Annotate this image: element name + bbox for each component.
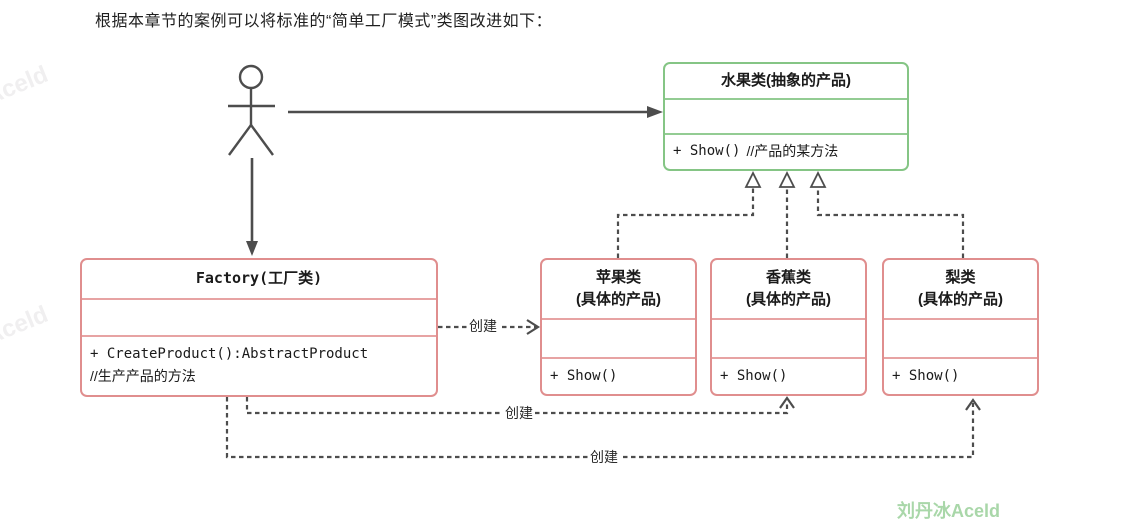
class-methods-fruit: + Show() //产品的某方法 (665, 133, 907, 169)
arrowhead-hollow-triangle (744, 170, 762, 188)
class-attributes-fruit (665, 98, 907, 133)
method-comment: //产品的某方法 (746, 143, 839, 160)
class-name-line2: (具体的产品) (576, 291, 661, 308)
class-box-fruit: 水果类(抽象的产品) + Show() //产品的某方法 (663, 62, 909, 171)
arrow-actor-to-factory (246, 158, 258, 256)
class-methods-factory: + CreateProduct():AbstractProduct //生产产品… (82, 335, 436, 395)
arrowhead-solid-down (246, 241, 258, 256)
class-title-fruit: 水果类(抽象的产品) (665, 64, 907, 98)
class-attributes-banana (712, 318, 865, 357)
arrowhead-hollow-triangle (778, 170, 796, 188)
class-title-pear: 梨类 (具体的产品) (884, 260, 1037, 318)
class-name-line2: (具体的产品) (918, 291, 1003, 308)
actor-leg-left (228, 124, 252, 156)
edge-label-create-pear: 创建 (588, 449, 620, 466)
method-code: + Show() (892, 367, 960, 384)
class-attributes-pear (884, 318, 1037, 357)
class-name-line1: 梨类 (945, 269, 976, 287)
realization-pear-to-fruit (809, 170, 965, 258)
class-attributes-factory (82, 298, 436, 335)
class-name-line1: 香蕉类 (765, 269, 811, 287)
dependency-factory-to-banana (245, 396, 795, 415)
method-code: + Show() (673, 143, 741, 160)
arrow-actor-to-fruit (288, 106, 663, 118)
class-methods-pear: + Show() (884, 357, 1037, 394)
class-box-apple: 苹果类 (具体的产品) + Show() (540, 258, 697, 396)
class-box-banana: 香蕉类 (具体的产品) + Show() (710, 258, 867, 396)
arrowhead-open-up (965, 398, 981, 411)
method-code: + CreateProduct():AbstractProduct (90, 346, 369, 363)
arrowhead-open-up (779, 396, 795, 409)
class-methods-banana: + Show() (712, 357, 865, 394)
realization-banana-to-fruit (778, 170, 796, 258)
actor-figure (228, 64, 275, 156)
class-name-line2: (具体的产品) (746, 291, 831, 308)
class-methods-apple: + Show() (542, 357, 695, 394)
realization-apple-to-fruit (616, 170, 762, 258)
method-code: + Show() (720, 367, 788, 384)
class-title-factory: Factory(工厂类) (82, 260, 436, 298)
class-title-apple: 苹果类 (具体的产品) (542, 260, 695, 318)
arrowhead-solid-right (647, 106, 663, 118)
arrowhead-hollow-triangle (809, 170, 827, 188)
class-box-pear: 梨类 (具体的产品) + Show() (882, 258, 1039, 396)
class-attributes-apple (542, 318, 695, 357)
arrowhead-open-right (526, 319, 541, 335)
dependency-factory-to-pear (225, 397, 981, 459)
class-name-line1: 苹果类 (595, 269, 641, 287)
watermark-author: 刘丹冰Aceld (897, 501, 1001, 521)
edge-label-create-apple: 创建 (467, 318, 499, 335)
class-box-factory: Factory(工厂类) + CreateProduct():AbstractP… (80, 258, 438, 397)
method-comment: //生产产品的方法 (90, 368, 196, 384)
class-title-banana: 香蕉类 (具体的产品) (712, 260, 865, 318)
class-name: 水果类(抽象的产品) (721, 72, 851, 90)
method-code: + Show() (550, 367, 618, 384)
edge-label-create-banana: 创建 (503, 405, 535, 422)
actor-leg-right (250, 124, 274, 156)
class-name: Factory(工厂类) (195, 269, 323, 288)
page-title: 根据本章节的案例可以将标准的“简单工厂模式”类图改进如下： (95, 13, 553, 30)
actor-head (238, 64, 264, 90)
